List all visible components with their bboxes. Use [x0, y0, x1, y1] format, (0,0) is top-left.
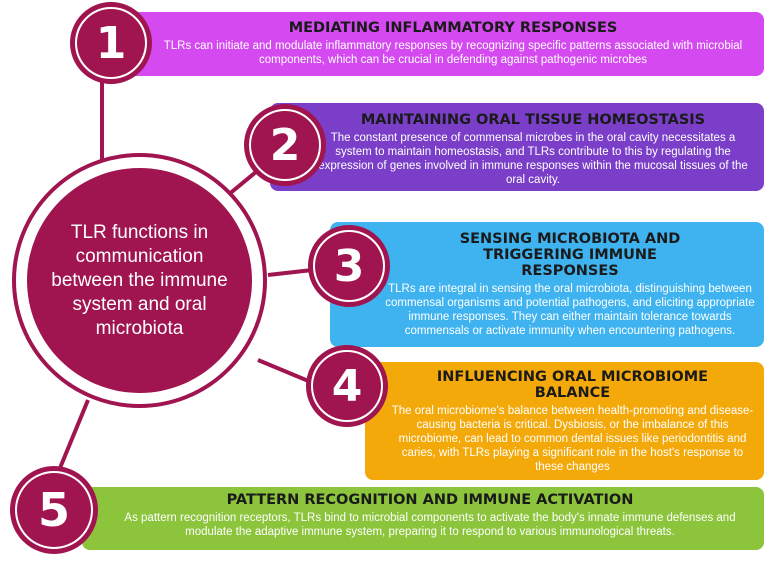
- number-4: 4: [331, 360, 363, 412]
- function-text-5: As pattern recognition receptors, TLRs b…: [124, 512, 736, 538]
- function-text-1: TLRs can initiate and modulate inflammat…: [163, 40, 743, 66]
- function-text-2: The constant presence of commensal micro…: [318, 132, 748, 186]
- number-1: 1: [95, 17, 127, 69]
- function-text-3: TLRs are integral in sensing the oral mi…: [385, 283, 755, 337]
- center-hub: TLR functions in communication between t…: [27, 168, 252, 393]
- function-title-3: SENSING MICROBIOTA AND TRIGGERING IMMUNE…: [459, 231, 681, 279]
- number-2: 2: [269, 119, 301, 171]
- function-title-4: INFLUENCING ORAL MICROBIOME BALANCE: [436, 369, 709, 401]
- number-5: 5: [37, 483, 70, 537]
- number-badge-2: 2: [244, 104, 326, 186]
- function-panel-2: MAINTAINING ORAL TISSUE HOMEOSTASIS The …: [270, 103, 764, 191]
- function-panel-5: PATTERN RECOGNITION AND IMMUNE ACTIVATIO…: [82, 487, 764, 550]
- center-text: TLR functions in communication between t…: [51, 221, 228, 339]
- function-panel-3: SENSING MICROBIOTA AND TRIGGERING IMMUNE…: [330, 222, 764, 347]
- function-panel-4: INFLUENCING ORAL MICROBIOME BALANCE The …: [365, 362, 764, 480]
- number-badge-1: 1: [70, 2, 152, 84]
- number-badge-5: 5: [10, 466, 98, 554]
- number-badge-4: 4: [306, 345, 388, 427]
- function-title-1: MEDIATING INFLAMMATORY RESPONSES: [288, 20, 618, 36]
- number-3: 3: [333, 240, 365, 292]
- connector-5: [58, 399, 90, 469]
- function-title-5: PATTERN RECOGNITION AND IMMUNE ACTIVATIO…: [226, 492, 634, 508]
- number-badge-3: 3: [308, 225, 390, 307]
- function-panel-1: MEDIATING INFLAMMATORY RESPONSES TLRs ca…: [122, 12, 764, 76]
- function-title-2: MAINTAINING ORAL TISSUE HOMEOSTASIS: [360, 112, 706, 128]
- function-text-4: The oral microbiome's balance between he…: [391, 405, 754, 473]
